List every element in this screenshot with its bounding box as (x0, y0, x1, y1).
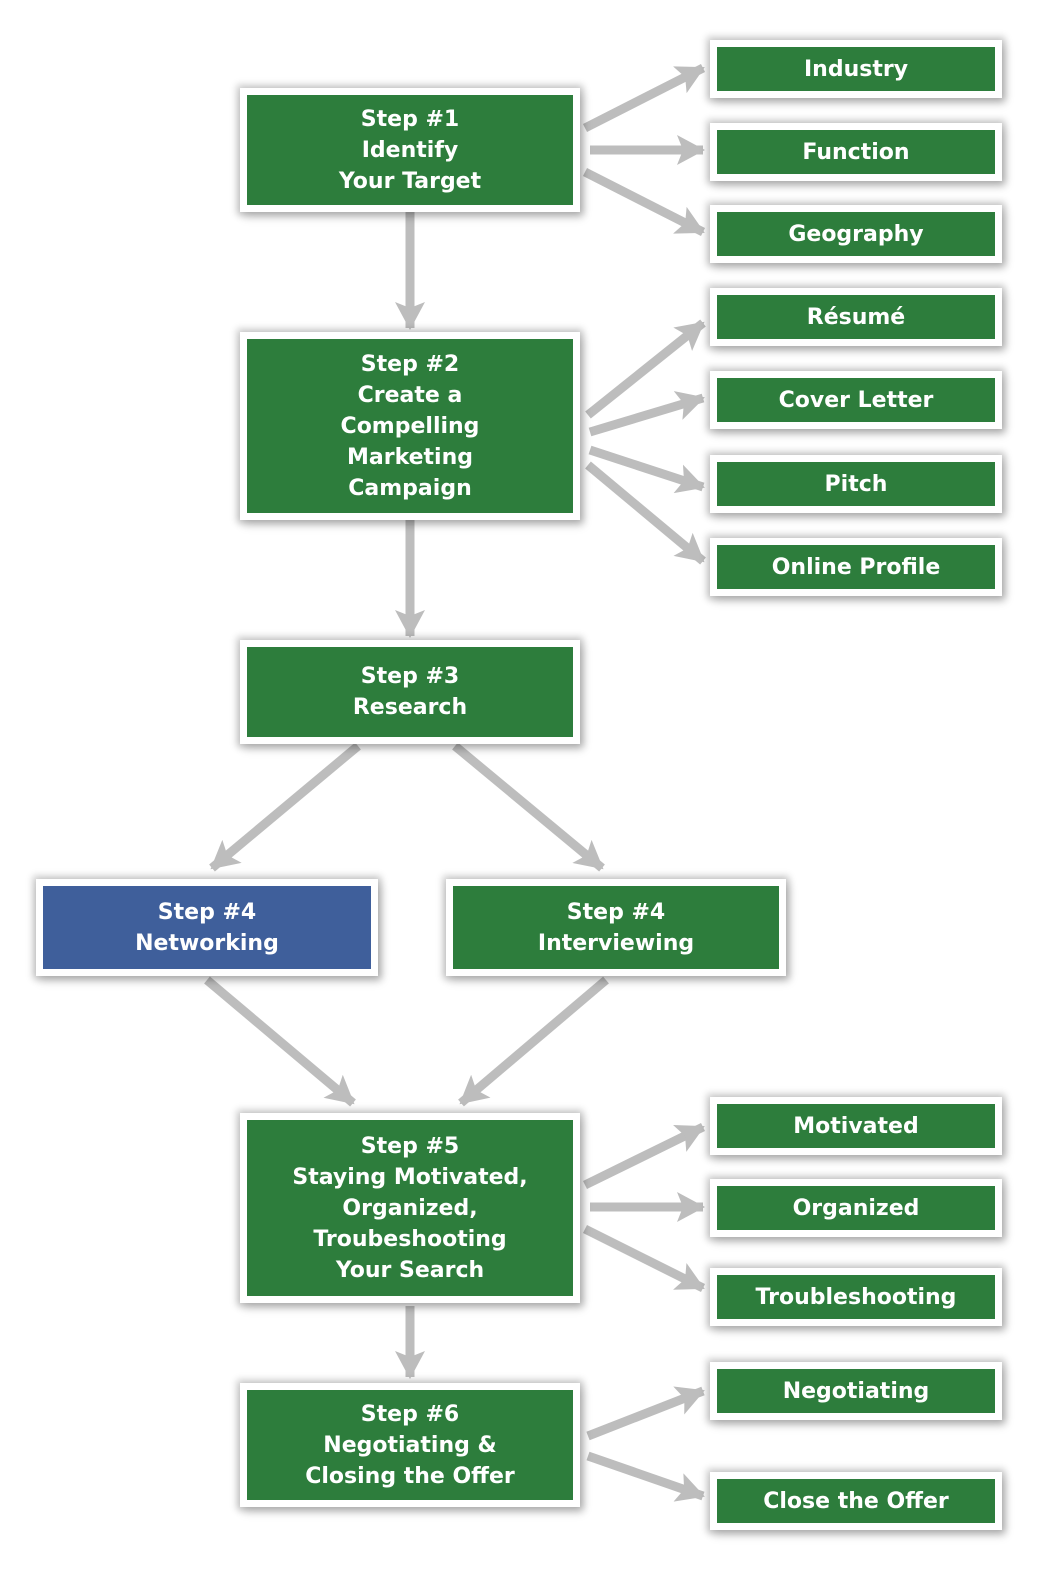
arrow-step6-negotiating (586, 1386, 705, 1441)
subitem-close-the-offer-label: Close the Offer (763, 1488, 949, 1514)
arrow-step5-motivated (583, 1122, 705, 1190)
step-4-networking-number: Step #4 (157, 899, 257, 925)
arrow-step2-pitch (588, 445, 705, 494)
subitem-negotiating: Negotiating (710, 1362, 1002, 1420)
step-4-interviewing-number: Step #4 (566, 899, 666, 925)
subitem-cover-letter-label: Cover Letter (778, 387, 934, 413)
step-6-title-line2: Closing the Offer (305, 1463, 515, 1489)
subitem-cover-letter: Cover Letter (710, 371, 1002, 429)
subitem-function: Function (710, 123, 1002, 181)
step-4-networking-box: Step #4 Networking (36, 879, 378, 976)
subitem-motivated: Motivated (710, 1097, 1002, 1155)
arrow-step5-troubleshooting (582, 1224, 706, 1293)
subitem-industry: Industry (710, 40, 1002, 98)
step-6-number: Step #6 (360, 1401, 460, 1427)
step-2-box: Step #2 Create a Compelling Marketing Ca… (240, 332, 580, 520)
subitem-geography: Geography (710, 205, 1002, 263)
step-5-title-line3: Troubeshooting (313, 1226, 507, 1252)
arrow-step2-resume (585, 319, 706, 419)
arrow-networking-step5 (204, 976, 356, 1107)
subitem-troubleshooting-label: Troubleshooting (755, 1284, 957, 1310)
step-2-title-line4: Campaign (348, 475, 472, 501)
arrow-interviewing-step5 (458, 976, 609, 1107)
step-4-interviewing-box: Step #4 Interviewing (446, 879, 786, 976)
subitem-function-label: Function (802, 139, 910, 165)
step-3-number: Step #3 (360, 664, 460, 689)
arrow-step1-industry (582, 63, 706, 133)
step-5-title-line2: Organized, (342, 1195, 478, 1221)
subitem-close-the-offer: Close the Offer (710, 1472, 1002, 1530)
arrow-step2-cover-letter (588, 391, 705, 437)
subitem-pitch: Pitch (710, 455, 1002, 513)
step-1-number: Step #1 (360, 106, 460, 132)
step-2-number: Step #2 (360, 351, 460, 377)
arrow-step3-interviewing (452, 742, 605, 872)
step-4-interviewing-title: Interviewing (537, 930, 695, 956)
step-2-title-line2: Compelling (340, 413, 480, 439)
subitem-resume-label: Résumé (806, 304, 906, 330)
subitem-pitch-label: Pitch (824, 471, 888, 497)
step-3-title: Research (352, 695, 468, 720)
step-5-box: Step #5 Staying Motivated, Organized, Tr… (240, 1113, 580, 1303)
arrow-step2-online-profile (585, 461, 706, 565)
arrow-step3-networking (209, 742, 361, 872)
step-6-title-line1: Negotiating & (323, 1432, 497, 1458)
step-1-title-line2: Your Target (338, 168, 482, 194)
arrow-step1-geography (582, 167, 706, 237)
subitem-resume: Résumé (710, 288, 1002, 346)
subitem-industry-label: Industry (803, 56, 909, 82)
subitem-motivated-label: Motivated (793, 1113, 919, 1139)
step-2-title-line1: Create a (357, 382, 463, 408)
step-5-title-line4: Your Search (335, 1257, 485, 1283)
step-1-box: Step #1 Identify Your Target (240, 88, 580, 212)
step-6-box: Step #6 Negotiating & Closing the Offer (240, 1383, 580, 1507)
step-2-title-line3: Marketing (346, 444, 474, 470)
subitem-online-profile: Online Profile (710, 538, 1002, 596)
subitem-online-profile-label: Online Profile (771, 554, 941, 580)
arrow-step6-close (586, 1451, 705, 1502)
step-1-title-line1: Identify (361, 137, 459, 163)
subitem-negotiating-label: Negotiating (782, 1378, 930, 1404)
subitem-geography-label: Geography (788, 221, 924, 247)
subitem-organized-label: Organized (792, 1195, 920, 1221)
subitem-troubleshooting: Troubleshooting (710, 1268, 1002, 1326)
subitem-organized: Organized (710, 1179, 1002, 1237)
step-3-box: Step #3 Research (240, 640, 580, 744)
step-4-networking-title: Networking (135, 930, 279, 956)
step-5-number: Step #5 (360, 1133, 460, 1159)
step-5-title-line1: Staying Motivated, (292, 1164, 528, 1190)
